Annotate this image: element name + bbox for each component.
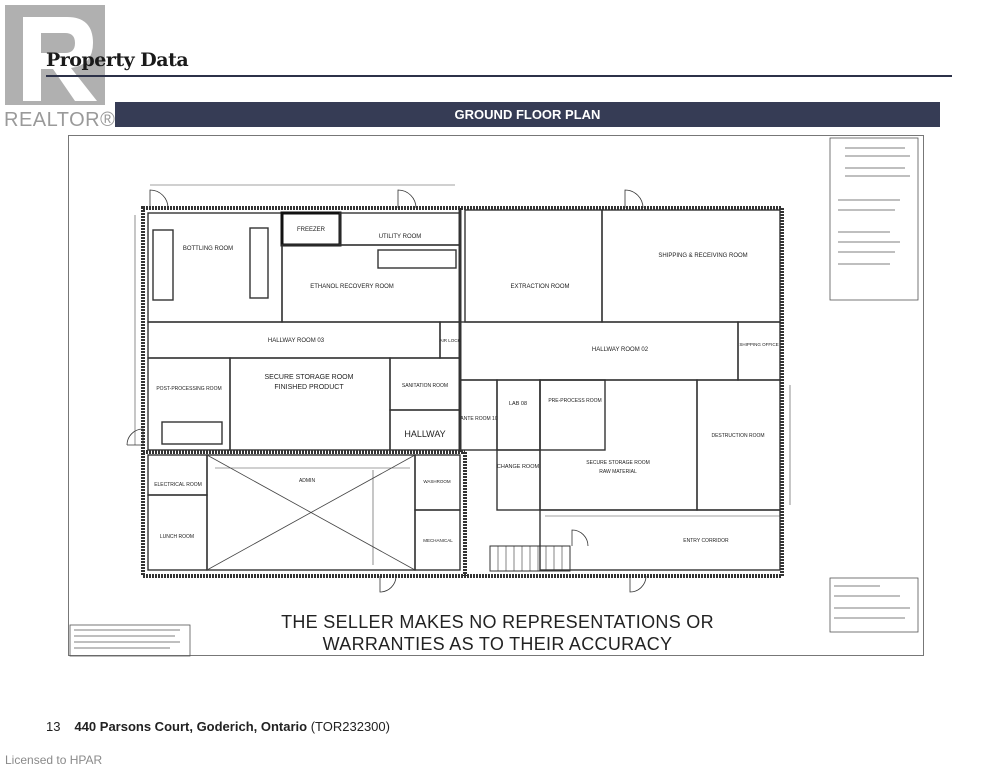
door-swing [629,575,647,593]
label-mechanical: MECHANICAL [423,538,453,543]
section-banner-title: GROUND FLOOR PLAN [454,107,601,122]
label-hallway02: HALLWAY ROOM 02 [592,347,649,353]
room-entry [539,509,781,571]
label-lunch: LUNCH ROOM [160,534,194,540]
label-washroom: WASHROOM [423,479,451,484]
disclaimer-line-1: THE SELLER MAKES NO REPRESENTATIONS OR [281,612,714,632]
label-freezer: FREEZER [297,227,326,233]
room-electrical [147,454,208,496]
label-electrical: ELECTRICAL ROOM [154,482,202,488]
room-lunch [147,494,208,571]
page-title: Property Data [46,49,189,71]
label-storage-finished: SECURE STORAGE ROOM [265,374,354,381]
room-destruction [696,379,781,511]
door-swing [379,575,397,593]
label-sanitation: SANITATION ROOM [402,383,448,389]
label-pre-process: PRE-PROCESS ROOM [548,398,601,404]
label-utility: UTILITY ROOM [379,234,422,240]
label-destruction: DESTRUCTION ROOM [711,433,764,439]
disclaimer-line-2: WARRANTIES AS TO THEIR ACCURACY [322,634,673,654]
realtor-logo-text: REALTOR® [4,109,116,131]
label-airlock: AIR LOCK [439,338,460,343]
label-storage-raw: SECURE STORAGE ROOM [586,460,650,466]
label-storage-finished-sub: FINISHED PRODUCT [274,384,344,391]
label-entry: ENTRY CORRIDOR [683,538,729,544]
room-lab [496,379,541,451]
room-utility [339,212,461,246]
door-swing [126,428,144,446]
page-number: 13 [46,719,61,734]
door-swing [624,189,644,209]
label-post-processing: POST-PROCESSING ROOM [156,386,221,392]
listing-id: (TOR232300) [310,719,390,734]
label-admin: ADMIN [299,478,316,484]
label-hallway03: HALLWAY ROOM 03 [268,338,325,344]
door-swing [571,529,589,547]
room-ante [459,379,498,451]
post-processing-equipment [161,421,223,445]
room-pre-process [539,379,606,451]
room-storage-finished [229,357,391,451]
label-lab: LAB 08 [509,401,527,407]
room-extraction [464,209,603,323]
notes-box [69,624,191,657]
label-change: CHANGE ROOM [497,464,540,470]
label-bottling: BOTTLING ROOM [183,246,233,252]
room-change [496,449,541,511]
ffe-equipment [377,249,457,269]
page-footer: 13 440 Parsons Court, Goderich, Ontario (… [46,719,390,734]
label-ethanol: ETHANOL RECOVERY ROOM [310,284,394,290]
title-block [829,577,919,633]
room-mechanical [414,509,461,571]
legend-box [829,137,919,301]
exterior-wall [141,206,784,578]
bottling-equipment [249,227,269,299]
realtor-logo [5,5,105,105]
label-shipping-receiving: SHIPPING & RECEIVING ROOM [658,253,747,259]
bottling-equipment [152,229,174,301]
label-ante: ANTE ROOM 10 [460,416,497,422]
room-shipping-office [737,321,781,381]
label-extraction: EXTRACTION ROOM [510,284,569,290]
room-post-processing [147,357,231,451]
title-divider [46,75,952,77]
label-storage-raw-sub: RAW MATERIAL [599,469,637,475]
label-shipping-office: SHIPPING OFFICE [739,342,778,347]
door-swing [397,189,417,209]
floor-plan-frame [68,135,924,656]
label-hallway: HALLWAY [404,429,445,439]
room-shipping-receiving [601,209,781,323]
realtor-logo-letter-mark [23,17,97,101]
license-text: Licensed to HPAR [5,753,103,767]
section-banner: GROUND FLOOR PLAN [115,102,940,127]
door-swing [149,189,169,209]
property-address: 440 Parsons Court, Goderich, Ontario [74,719,308,734]
